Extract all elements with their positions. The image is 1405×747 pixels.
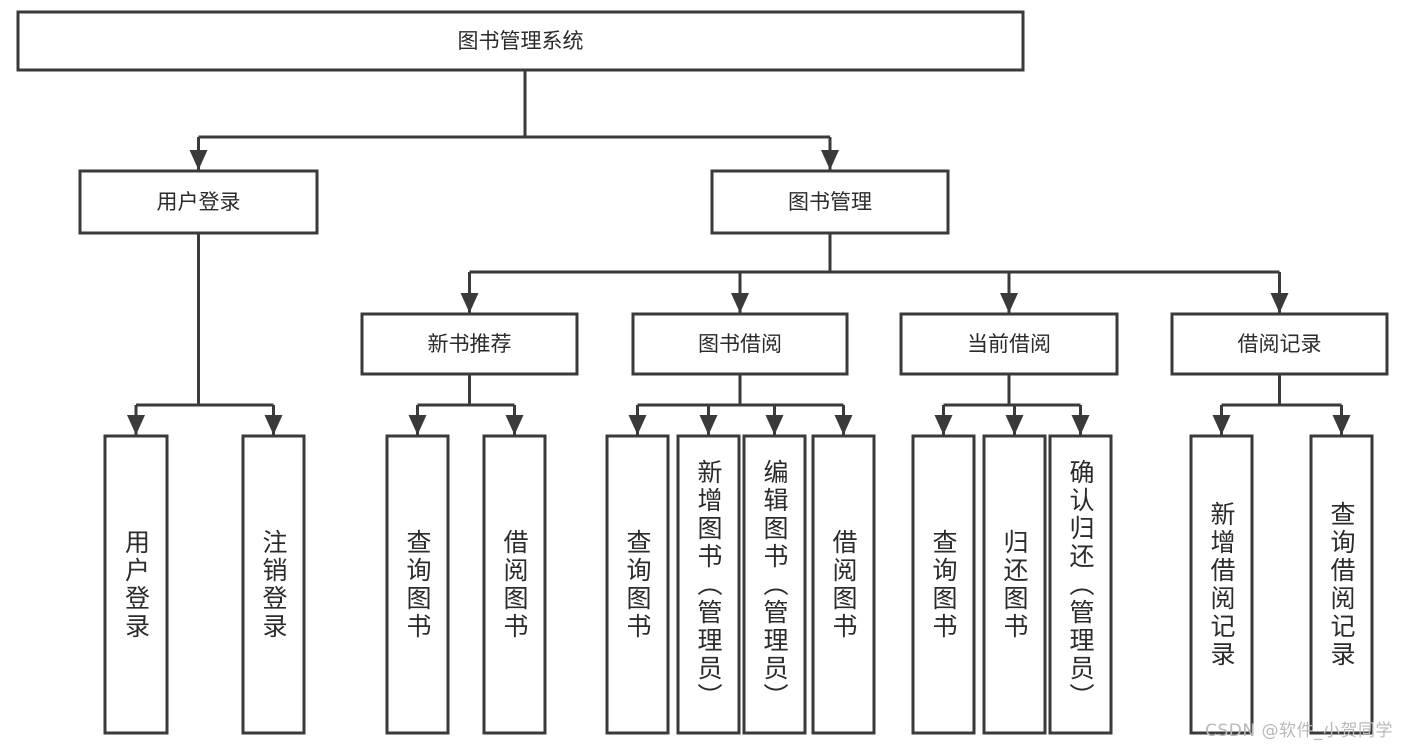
node-label-root: 图书管理系统 [458,29,584,53]
arrow-to-leaf-query-book-3 [934,415,953,435]
arrow-to-leaf-edit-book [765,415,784,435]
arrow-to-leaf-borrow-book-2 [834,415,853,435]
arrow-to-book-borrow [731,293,749,313]
node-leaf-query-record[interactable] [1309,434,1374,735]
node-leaf-confirm-return[interactable] [1048,434,1113,735]
arrow-to-leaf-return-book [1005,415,1024,435]
node-leaf-borrow-book-2[interactable] [811,434,876,735]
node-leaf-query-book-3[interactable] [911,434,976,735]
node-leaf-add-book[interactable] [676,434,741,735]
arrow-to-leaf-add-record [1212,415,1231,435]
node-leaf-add-record[interactable] [1189,434,1254,735]
node-leaf-return-book[interactable] [982,434,1047,735]
arrow-to-current-borrow [1000,293,1018,313]
node-label-book-management: 图书管理 [788,190,872,214]
box-layer [16,10,1389,735]
arrow-to-leaf-query-record [1332,415,1351,435]
arrow-to-user-login [189,150,208,170]
arrow-to-new-book-recommend [460,293,479,313]
node-new-book-recommend[interactable] [360,312,579,376]
node-leaf-borrow-book-1[interactable] [482,434,547,735]
node-leaf-user-login[interactable] [103,434,169,735]
arrow-to-leaf-query-book-2 [628,415,647,435]
arrow-to-book-management [821,150,839,170]
node-label-user-login: 用户登录 [157,190,241,214]
node-label-current-borrow: 当前借阅 [967,332,1051,356]
arrow-to-leaf-query-book-1 [408,415,427,435]
watermark-text: CSDN @软件_小贺同学 [1205,721,1393,741]
arrow-to-leaf-user-login [127,415,145,435]
node-label-new-book-recommend: 新书推荐 [428,332,512,356]
node-root[interactable] [16,10,1025,72]
node-user-login[interactable] [78,169,319,235]
arrow-to-leaf-logout [264,415,283,435]
node-book-borrow[interactable] [631,312,849,376]
arrow-to-leaf-confirm-return [1071,415,1090,435]
node-leaf-logout[interactable] [241,434,306,735]
node-book-management[interactable] [710,169,950,235]
node-current-borrow[interactable] [899,312,1119,376]
node-label-book-borrow: 图书借阅 [698,332,782,356]
arrow-to-borrow-record [1270,293,1289,313]
node-leaf-query-book-1[interactable] [385,434,450,735]
node-leaf-edit-book[interactable] [742,434,807,735]
node-label-borrow-record: 借阅记录 [1238,332,1322,356]
node-leaf-query-book-2[interactable] [605,434,670,735]
connector-layer [127,70,1351,435]
node-borrow-record[interactable] [1170,312,1389,376]
arrow-to-leaf-borrow-book-1 [505,415,524,435]
arrow-to-leaf-add-book [699,415,718,435]
